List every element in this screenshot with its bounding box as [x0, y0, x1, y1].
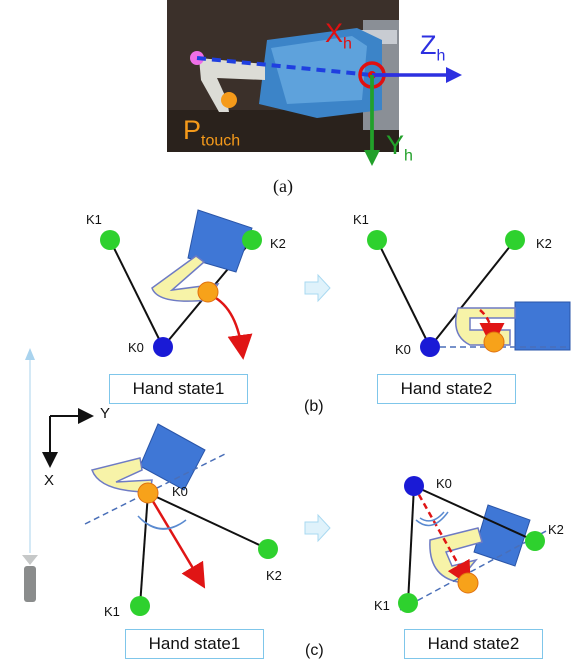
b-right-hand — [367, 230, 571, 357]
b-left-k1-label: K1 — [86, 212, 102, 227]
c-axis-y-label: Y — [100, 405, 111, 422]
c-right-k0-label: K0 — [436, 476, 452, 491]
c-right-k1-label: K1 — [374, 598, 390, 613]
b-right-k1-label: K1 — [353, 212, 369, 227]
robot-hand-photo-art — [167, 0, 399, 152]
yh-label: Yh — [386, 130, 413, 165]
ptouch-label: Ptouch — [183, 115, 241, 150]
b-left-k0-label: K0 — [128, 340, 144, 355]
b-left-k2-label: K2 — [270, 236, 286, 251]
c-left-hand — [84, 423, 278, 616]
c-left-k2-label: K2 — [266, 568, 282, 583]
c-right-k2-label: K2 — [548, 522, 564, 537]
c-right-hand — [398, 476, 549, 613]
robot-hand-photo — [167, 0, 399, 152]
b-right-k0-label: K0 — [395, 342, 411, 357]
b-right-k2-label: K2 — [536, 236, 552, 251]
b-left-state-label: Hand state1 — [109, 374, 248, 404]
c-left-k0-label: K0 — [172, 484, 188, 499]
b-left-hand — [100, 209, 262, 360]
xh-label: Xh — [325, 18, 352, 53]
caption-b: (b) — [304, 398, 324, 415]
c-axis-x-label: X — [44, 472, 55, 489]
zh-label: Zh — [420, 30, 446, 65]
c-left-k1-label: K1 — [104, 604, 120, 619]
caption-a: (a) — [273, 176, 293, 196]
c-right-state-label: Hand state2 — [404, 629, 543, 659]
b-right-state-label: Hand state2 — [377, 374, 516, 404]
caption-c: (c) — [305, 642, 324, 659]
c-left-state-label: Hand state1 — [125, 629, 264, 659]
